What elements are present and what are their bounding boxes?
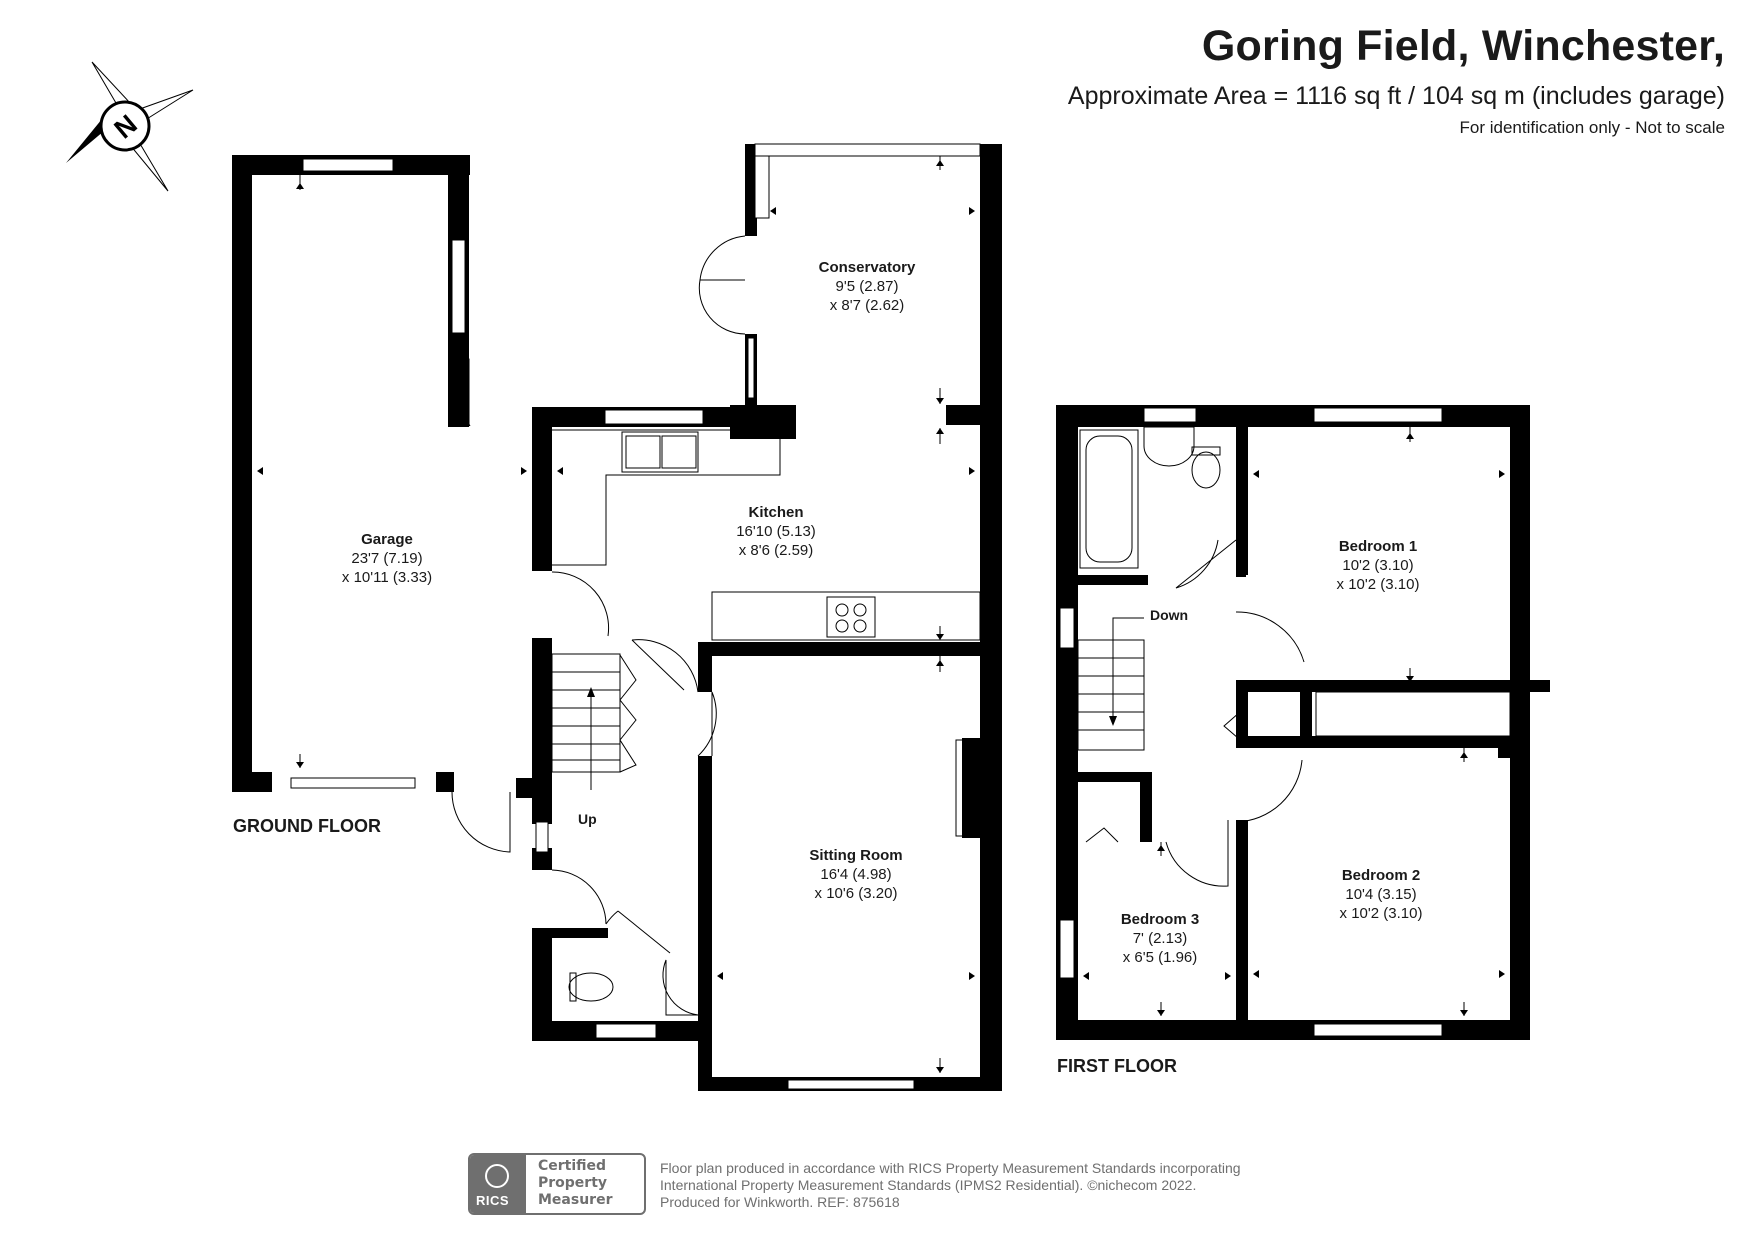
stairs-up-label: Up <box>578 811 597 827</box>
room-label-kitchen: Kitchen 16'10 (5.13) x 8'6 (2.59) <box>736 504 816 559</box>
room-dimension: 23'7 (7.19) <box>351 550 422 567</box>
room-dimension: 10'4 (3.15) <box>1345 886 1416 903</box>
room-dimension: 10'2 (3.10) <box>1342 557 1413 574</box>
badge-text: Certified Property Measurer <box>538 1158 612 1209</box>
room-name: Kitchen <box>748 504 803 521</box>
identification-note: For identification only - Not to scale <box>1459 118 1725 137</box>
first-floor-windows <box>1059 407 1443 1037</box>
room-label-bedroom-2: Bedroom 2 10'4 (3.15) x 10'2 (3.10) <box>1340 867 1423 922</box>
room-dimension: x 8'7 (2.62) <box>830 297 905 314</box>
footer-line: Produced for Winkworth. REF: 875618 <box>660 1194 900 1210</box>
room-dimension: x 6'5 (1.96) <box>1123 949 1198 966</box>
badge-line: Property <box>538 1175 608 1191</box>
first-floor-fittings <box>1077 426 1511 887</box>
rics-logo: RICS <box>470 1155 526 1213</box>
room-dimension: 16'10 (5.13) <box>736 523 816 540</box>
room-name: Conservatory <box>819 259 916 276</box>
rics-logo-text: RICS <box>476 1193 510 1208</box>
room-dimension: x 10'6 (3.20) <box>815 885 898 902</box>
ground-floor-doors <box>451 235 746 954</box>
approximate-area: Approximate Area = 1116 sq ft / 104 sq m… <box>1067 82 1725 110</box>
ground-floor-windows <box>290 143 981 1090</box>
room-dimension: 16'4 (4.98) <box>820 866 891 883</box>
room-name: Bedroom 3 <box>1121 911 1199 928</box>
room-name: Garage <box>361 531 413 548</box>
first-floor-arrows <box>1083 427 1505 1016</box>
footer-line: International Property Measurement Stand… <box>660 1177 1197 1193</box>
ground-floor-arrows <box>257 156 975 1073</box>
first-floor-label: FIRST FLOOR <box>1057 1056 1177 1076</box>
first-floor-walls <box>1056 405 1550 1040</box>
room-label-bedroom-1: Bedroom 1 10'2 (3.10) x 10'2 (3.10) <box>1337 538 1420 593</box>
room-dimension: x 8'6 (2.59) <box>739 542 814 559</box>
rics-certified-badge: RICS Certified Property Measurer <box>468 1153 646 1215</box>
room-label-conservatory: Conservatory 9'5 (2.87) x 8'7 (2.62) <box>819 259 916 314</box>
badge-line: Measurer <box>538 1192 613 1208</box>
room-name: Sitting Room <box>809 847 902 864</box>
property-title: Goring Field, Winchester, <box>1201 22 1725 70</box>
footer-line: Floor plan produced in accordance with R… <box>660 1160 1241 1176</box>
footer-disclaimer: Floor plan produced in accordance with R… <box>660 1160 1241 1211</box>
rics-emblem-icon <box>485 1164 509 1188</box>
compass-icon: N <box>66 61 194 192</box>
room-dimension: 7' (2.13) <box>1133 930 1188 947</box>
room-name: Bedroom 2 <box>1342 867 1420 884</box>
ground-floor-label: GROUND FLOOR <box>233 816 381 836</box>
ground-floor-fittings <box>551 429 981 1016</box>
room-label-garage: Garage 23'7 (7.19) x 10'11 (3.33) <box>342 531 432 586</box>
badge-line: Certified <box>538 1158 607 1174</box>
room-dimension: x 10'2 (3.10) <box>1340 905 1423 922</box>
room-dimension: x 10'11 (3.33) <box>342 569 432 586</box>
room-dimension: 9'5 (2.87) <box>836 278 899 295</box>
stairs-down-label: Down <box>1150 607 1188 623</box>
room-dimension: x 10'2 (3.10) <box>1337 576 1420 593</box>
room-label-bedroom-3: Bedroom 3 7' (2.13) x 6'5 (1.96) <box>1121 911 1199 966</box>
room-name: Bedroom 1 <box>1339 538 1417 555</box>
room-label-sitting-room: Sitting Room 16'4 (4.98) x 10'6 (3.20) <box>809 847 902 902</box>
ground-floor-walls <box>232 144 1002 1091</box>
